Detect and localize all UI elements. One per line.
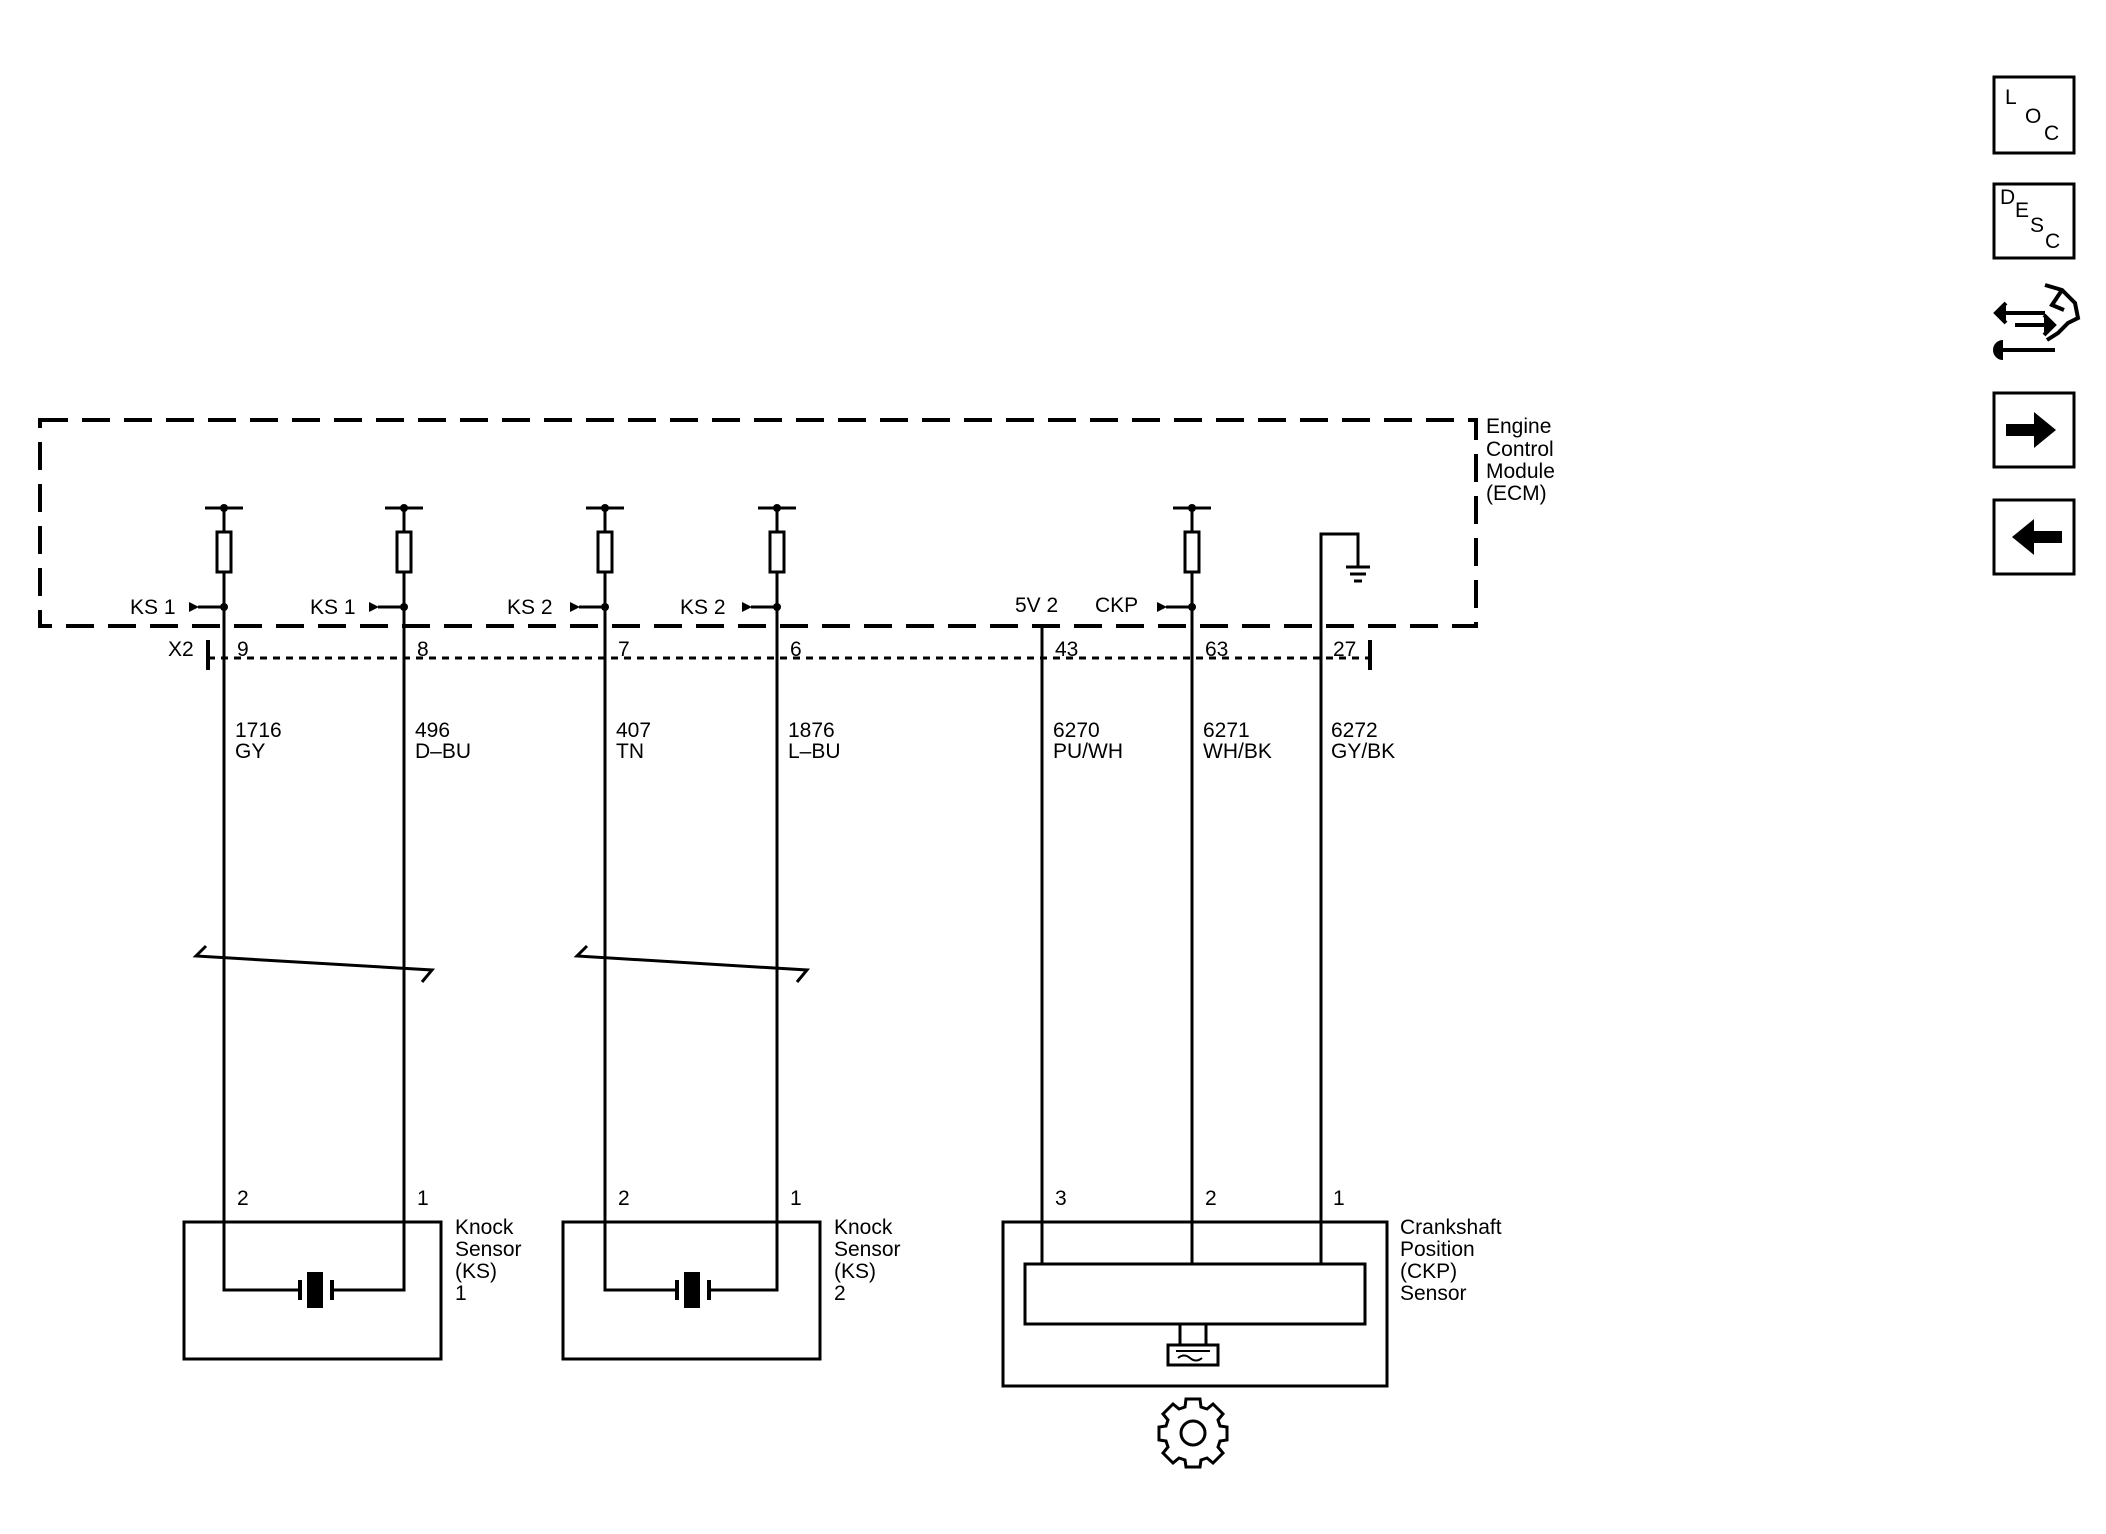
- signal-label: KS 1: [310, 596, 356, 619]
- component-box: [1001, 1220, 1389, 1388]
- knock-sensor-2: Knock Sensor (KS) 2: [561, 1216, 906, 1361]
- wire-color: L–BU: [788, 740, 841, 763]
- wire-color: TN: [616, 740, 644, 763]
- wire-number: 1716: [235, 719, 282, 742]
- hall-sensor-icon: [1166, 1324, 1220, 1367]
- sensor-lead-left: [222, 1282, 300, 1292]
- resistor: [395, 530, 413, 574]
- ecm-title-line-2: Control: [1486, 438, 1554, 461]
- ecm-boundary: [38, 418, 1478, 628]
- pin-label: 27: [1333, 638, 1356, 661]
- circuit-5v-reference: 5V 2 43 6270 PU/WH 3: [1015, 594, 1123, 1265]
- resistor: [768, 530, 786, 574]
- component-box: [182, 1220, 443, 1361]
- wire-color: D–BU: [415, 740, 471, 763]
- desc-letter-e: E: [2015, 199, 2029, 222]
- ecm-title: Engine Control Module (ECM): [1486, 415, 1561, 505]
- wire-color: GY/BK: [1331, 740, 1395, 763]
- pin-label: 9: [237, 638, 249, 661]
- arrow-right-icon: [2006, 412, 2056, 448]
- component-label: Crankshaft Position (CKP) Sensor: [1400, 1216, 1507, 1305]
- resistor: [215, 530, 233, 574]
- component-label: Knock Sensor (KS) 1: [455, 1216, 527, 1305]
- sensor-pin-label: 1: [417, 1187, 429, 1210]
- ecm-title-line-3: Module: [1486, 460, 1555, 483]
- desc-letter-c: C: [2045, 230, 2060, 253]
- pin-label: 8: [417, 638, 429, 661]
- connector-view-button[interactable]: [1993, 283, 2081, 360]
- desc-button[interactable]: D E S C: [1992, 182, 2076, 260]
- circuit-ckp-signal: CKP 63 6271 WH/BK 2: [1095, 504, 1272, 1265]
- sensor-lead-left: [603, 1282, 677, 1292]
- location-icon[interactable]: [1992, 75, 2076, 155]
- next-button[interactable]: [1992, 391, 2076, 469]
- piezo-element-icon: [298, 1272, 334, 1308]
- pin-label: 43: [1055, 638, 1078, 661]
- knock-sensor-1: Knock Sensor (KS) 1: [182, 1216, 527, 1361]
- wire-number: 6271: [1203, 719, 1250, 742]
- twisted-pair-marker-ks1: [192, 944, 436, 983]
- signal-label: KS 1: [130, 596, 176, 619]
- sensor-pin-label: 1: [1333, 1187, 1345, 1210]
- wire-color: PU/WH: [1053, 740, 1123, 763]
- loc-letter-c: C: [2044, 122, 2059, 145]
- ecm-title-line-4: (ECM): [1486, 482, 1547, 505]
- ecm-title-line-1: Engine: [1486, 415, 1551, 438]
- loc-letter-o: O: [2025, 105, 2041, 128]
- prev-button[interactable]: [1992, 498, 2076, 576]
- circuit-ks2-low: KS 2 6 1876 L–BU 1: [680, 504, 841, 1282]
- description-icon[interactable]: [1992, 182, 2076, 260]
- signal-label: 5V 2: [1015, 594, 1058, 617]
- signal-label: KS 2: [680, 596, 726, 619]
- resistor: [1183, 530, 1201, 574]
- wire-color: WH/BK: [1203, 740, 1272, 763]
- sensor-body: [1023, 1262, 1367, 1326]
- circuit-low-reference: 27 6272 GY/BK 1: [1319, 532, 1395, 1265]
- twisted-pair-marker-ks2: [573, 944, 811, 983]
- arrow-left-icon: [2012, 519, 2062, 555]
- circuit-ks2-high: KS 2 7 407 TN 2: [507, 504, 651, 1282]
- ckp-sensor: Crankshaft Position (CKP) Sensor: [1001, 1216, 1507, 1388]
- piezo-element-icon: [675, 1272, 711, 1308]
- sensor-pin-label: 1: [790, 1187, 802, 1210]
- sensor-pin-label: 2: [1205, 1187, 1217, 1210]
- pin-label: 7: [618, 638, 630, 661]
- pin-label: 6: [790, 638, 802, 661]
- signal-label: CKP: [1095, 594, 1138, 617]
- ground-lead: [1319, 532, 1360, 1265]
- connector-hand-icon[interactable]: [1993, 283, 2081, 360]
- sensor-pin-label: 2: [237, 1187, 249, 1210]
- wire-number: 407: [616, 719, 651, 742]
- ground-icon: [1346, 565, 1370, 583]
- wire-number: 496: [415, 719, 450, 742]
- sensor-lead-right: [332, 1282, 406, 1292]
- sensor-pin-label: 2: [618, 1187, 630, 1210]
- component-label: Knock Sensor (KS) 2: [834, 1216, 906, 1305]
- sensor-pin-label: 3: [1055, 1187, 1067, 1210]
- pin-label: 63: [1205, 638, 1228, 661]
- gear-icon: [1157, 1397, 1229, 1469]
- desc-letter-d: D: [2000, 186, 2015, 209]
- desc-letter-s: S: [2030, 214, 2044, 237]
- connector-x2-label: X2: [168, 638, 194, 661]
- wire-number: 6272: [1331, 719, 1378, 742]
- circuit-ks1-low: KS 1 8 496 D–BU 1: [310, 504, 471, 1282]
- wire-number: 6270: [1053, 719, 1100, 742]
- component-box: [561, 1220, 822, 1361]
- wire-color: GY: [235, 740, 265, 763]
- wire-number: 1876: [788, 719, 835, 742]
- loc-button[interactable]: L O C: [1992, 75, 2076, 155]
- resistor: [596, 530, 614, 574]
- signal-label: KS 2: [507, 596, 553, 619]
- sensor-lead-right: [709, 1282, 779, 1292]
- loc-letter-l: L: [2005, 86, 2017, 109]
- circuit-ks1-high: KS 1 9 1716 GY 2: [130, 504, 282, 1282]
